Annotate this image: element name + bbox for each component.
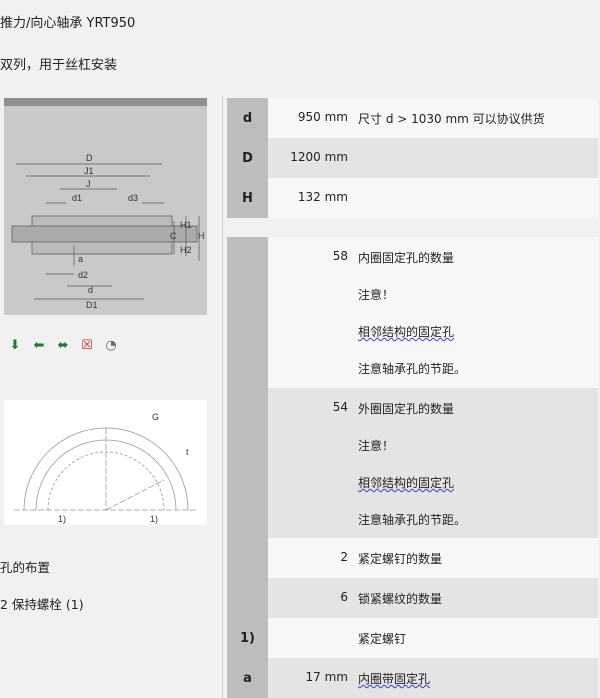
document-title: 推力/向心轴承 YRT950 [0,16,136,31]
note-1-right: 1) [150,514,158,524]
row-label: D [227,138,268,178]
table-row-D: D 1200 mm [227,138,598,178]
note-1-left: 1) [58,514,66,524]
table-row-set-screws-count: 2 紧定螺钉的数量 [227,538,598,578]
dim-H1: H1 [180,220,192,230]
dim-D1: D1 [86,300,98,310]
table-row-H: H 132 mm [227,178,598,218]
row-note: 锁紧螺纹的数量 [358,592,443,606]
axial-load-left-icon: ⬅ [33,337,45,353]
dim-D: D [86,153,93,163]
dim-d: d [88,285,93,295]
dim-J1: J1 [84,166,94,176]
load-icons: ⬇ ⬅ ⬌ ☒ ◔ [6,336,120,354]
row-label: a [227,658,268,698]
bearing-cross-section-svg: D J1 J d1 d3 C H1 H H2 a d2 d D1 [11,153,205,310]
block-line: 外圈固定孔的数量 [358,402,455,416]
row-unit: mm [324,150,348,164]
row-unit: mm [324,190,348,204]
block-line: 注意轴承孔的节距。 [358,362,467,376]
row-label [227,578,268,618]
block-line: 内圈固定孔的数量 [358,251,455,265]
row-value: 6 [340,590,348,604]
hole-layout-label: 孔的布置 [0,560,51,575]
lubrication-icon: ◔ [105,337,117,353]
dim-d1: d1 [72,193,82,203]
row-note: 内圈带固定孔 [358,672,431,686]
not-suitable-icon: ☒ [81,337,93,353]
table-row-lock-threads-count: 6 锁紧螺纹的数量 [227,578,598,618]
table-row-a: a 17 mm 内圈带固定孔 [227,658,598,698]
block-line: 相邻结构的固定孔 [358,476,455,490]
dim-d2: d2 [78,270,88,280]
dim-t: t [186,447,189,457]
row-label: d [227,98,268,138]
row-value: 132 [297,190,321,204]
row-value: 1200 [290,150,321,164]
block-line: 相邻结构的固定孔 [358,325,455,339]
dim-G: G [152,412,159,422]
dim-H2: H2 [180,245,192,255]
block-line: 注意轴承孔的节距。 [358,513,467,527]
cross-section-drawing: D J1 J d1 d3 C H1 H H2 a d2 d D1 [4,98,207,315]
hole-layout-svg: G t 1) 1) [14,412,198,524]
table-block-inner-holes: 58 内圈固定孔的数量 注意！ 相邻结构的固定孔 注意轴承孔的节距。 [227,237,598,388]
document-subtitle: 双列，用于丝杠安装 [0,58,118,73]
row-value: 17 mm [305,670,348,684]
dim-H: H [198,231,205,241]
row-label: 1) [227,618,268,658]
row-value: 2 [340,550,348,564]
row-note: 紧定螺钉 [358,632,407,646]
row-label [227,538,268,578]
column-divider [222,96,223,698]
retaining-bolts-text: 2 保持螺栓 (1) [0,597,84,612]
table-row-d: d 950 mm 尺寸 d > 1030 mm 可以协议供货 [227,98,598,138]
block-line: 注意！ [358,439,395,453]
row-unit: mm [324,110,348,124]
dim-a: a [78,254,83,264]
drawing-header-bar [4,98,207,106]
row-label: H [227,178,268,218]
dim-d3: d3 [128,193,138,203]
block-value: 54 [332,400,348,414]
row-note: 紧定螺钉的数量 [358,552,443,566]
dim-J: J [86,179,91,189]
block-line: 注意！ [358,288,395,302]
row-value: 950 [297,110,321,124]
table-block-outer-holes: 54 外圈固定孔的数量 注意！ 相邻结构的固定孔 注意轴承孔的节距。 [227,388,598,538]
radial-load-icon: ⬇ [9,337,21,353]
table-row-footnote-1: 1) 紧定螺钉 [227,618,598,658]
axial-load-both-icon: ⬌ [57,337,69,353]
dim-C: C [170,231,177,241]
row-note: 尺寸 d > 1030 mm 可以协议供货 [358,112,545,126]
block-value: 58 [332,249,348,263]
hole-layout-drawing: G t 1) 1) [4,400,207,525]
